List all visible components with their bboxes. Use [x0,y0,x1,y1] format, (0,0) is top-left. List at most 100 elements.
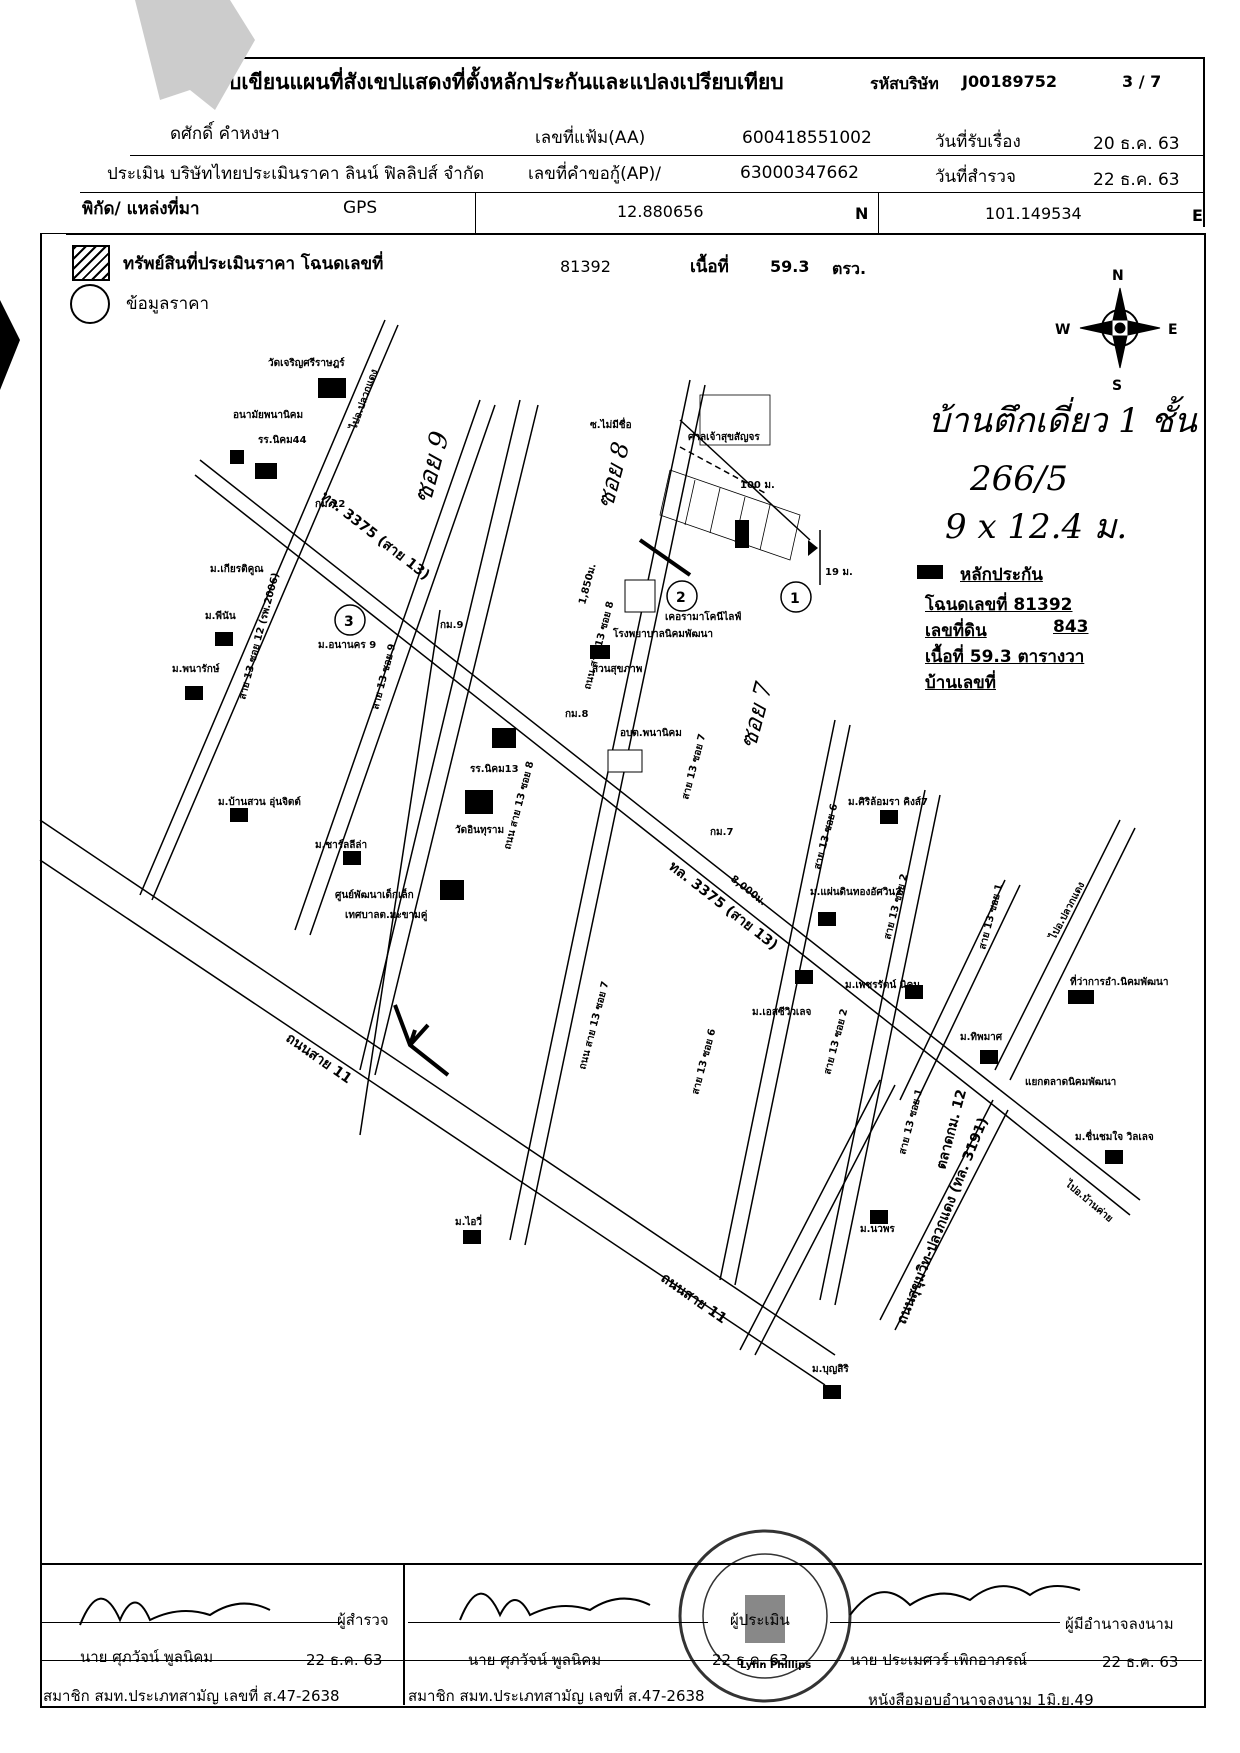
lower-road-a [739,1079,881,1351]
soi-7-a [509,379,691,1241]
child-center-label: ศูนย์พัฒนาเด็กเล็ก [335,887,414,902]
compass-w: W [1055,322,1070,338]
compass-icon [1079,287,1161,369]
collateral-house-no: บ้านเลขที่ [925,673,997,693]
loan-no: 63000347662 [740,163,859,183]
company-code: J00189752 [962,72,1058,91]
soi6-lower-label: สาย 13 ซอย 6 [690,1028,718,1096]
hospital-label: โรงพยาบาลนิคมพัฒนา [612,627,713,640]
file-no-label: เลขที่แฟ้ม(AA) [535,128,646,148]
soi1-label: สาย 13 ซอย 1 [977,883,1005,951]
received-label: วันที่รับเรื่อง [935,132,1021,152]
soi-9-a [294,399,481,931]
19m-label: 19 ม. [825,567,853,578]
road-3375-a [199,459,1001,1091]
soi-1-b [914,884,1021,1106]
sig2-dotline [408,1622,708,1623]
soi-2-a [819,789,926,1301]
km8-label: กม.8 [565,709,588,720]
dist-rail [638,538,692,577]
longitude: 101.149534 [985,204,1082,223]
100m-arrow [679,446,766,494]
temple-icon [318,378,346,398]
m-charlie-label: ม.ชาร์ลลีล่า [315,839,367,851]
map-frame [40,233,1206,1708]
soi-6-a [719,719,836,1281]
marker-2-label: 2 [676,590,686,606]
m-chuenchom-label: ม.ชื่นชมใจ วิลเลจ [1075,1129,1154,1143]
sig3-date: 22 ธ.ค. 63 [1102,1653,1179,1671]
m-ivy-label: ม.ไอวี่ [455,1214,482,1228]
deed-no: 81392 [560,257,611,276]
header-right-border [1203,57,1205,227]
sig1-member: สมาชิก สมท.ประเภทสามัญ เลขที่ ส.47-2638 [43,1687,340,1705]
collateral-area: เนื้อที่ 59.3 ตารางวา [925,647,1085,667]
price-label: ข้อมูลราคา [126,294,210,314]
unnamed-road [679,419,811,541]
school13-icon [492,728,516,748]
soi2-lower-label: สาย 13 ซอย 2 [822,1008,850,1076]
child-center-icon [440,880,464,900]
roads [39,319,1141,1386]
plot-grid [659,394,801,561]
to-ban-khai-label: ไปอ.บ้านค่าย [1062,1177,1116,1225]
m-nawaphon-label: ม.นวพร [860,1224,895,1235]
sig1-date: 22 ธ.ค. 63 [306,1651,383,1669]
school-icon [255,463,277,479]
sukhumvit-b [1009,827,1136,1081]
latitude: 12.880656 [617,202,704,221]
signature-1 [79,1597,271,1626]
handwritten-line1: บ้านตึกเดี่ยว 1 ชั้น [928,395,1198,441]
landmark-icons [230,378,1094,1004]
road-3375-d [992,1104,1131,1216]
marker-3 [334,604,366,636]
road-3375-c [999,1089,1141,1201]
100m-label: 100 ม. [740,480,775,491]
sig3-name: นาย ประเมศวร์ เพิกอาภรณ์ [850,1651,1028,1669]
soi-9-b [309,404,496,936]
house-icons [185,632,1123,1399]
collateral-deed: โฉนดเลขที่ 81392 [925,595,1073,615]
sig2-role: ผู้ประเมิน [730,1611,790,1629]
soi7-label: สาย 13 ซอย 7 [680,733,708,801]
hand-drawn-mark [393,1004,450,1077]
stamp-center-text: Lynn Phillips [740,1660,811,1671]
collateral-plot [735,520,749,548]
m-paendin-label: ม.แผ่นดินทองอัศวิน2 [810,886,902,898]
longitude-dir: E [1192,206,1203,225]
road-3375-b [194,474,994,1106]
km12-label: กม.12 [315,499,345,510]
signature-bottom-rule [40,1660,1202,1661]
collateral-legend: หลักประกัน โฉนดเลขที่ 81392 เลขที่ดิน 84… [905,563,1090,693]
soi-1-a [899,879,1006,1101]
m-kiatkul-label: ม.เกียรติคูณ [210,563,264,576]
coord-source: GPS [343,198,378,218]
hospital-building-icon [624,579,656,613]
road-soi8-label: ถนน สาย 13 ซอย 8 [582,600,616,691]
markers [334,580,812,636]
building-block [699,394,771,446]
sukhumvit-d [894,1109,1009,1331]
compass-e: E [1168,322,1178,338]
sig2-name: นาย ศุภวัจน์ พูลนิคม [468,1651,602,1669]
handwritten-line3: 9 x 12.4 ม. [945,507,1127,547]
sig2-member: สมาชิก สมท.ประเภทสามัญ เลขที่ ส.47-2638 [408,1687,705,1705]
collateral-land-no: 843 [1053,617,1089,637]
signature-divider-1 [403,1563,405,1705]
school44-label: รร.นิคม44 [258,434,307,446]
dist-1850-label: 1,850ม. [577,562,599,605]
dist-8000-label: 8,000ม. [728,874,768,909]
wat-inthuram-icon [465,790,493,814]
surveyor-name-fragment: ดศักดิ์ คำหงษา [170,124,280,144]
survey-date: 22 ธ.ค. 63 [1093,170,1180,190]
signature-2 [459,1592,651,1621]
marker-3-label: 3 [344,614,354,630]
m-phetrat-label: ม.เพชรรัตน์ นิคม [845,979,920,991]
to-pluak-daeng-right: ไปอ.ปลวกแดง [1046,879,1088,942]
page-edge-mark [0,300,20,390]
signature-top-rule [40,1563,1202,1565]
soi-7-b [524,384,706,1246]
page-number: 3 / 7 [1122,72,1162,91]
compass-n: N [1112,268,1124,284]
wat-charoen-label: วัดเจริญศรีราษฎร์ [268,357,345,369]
